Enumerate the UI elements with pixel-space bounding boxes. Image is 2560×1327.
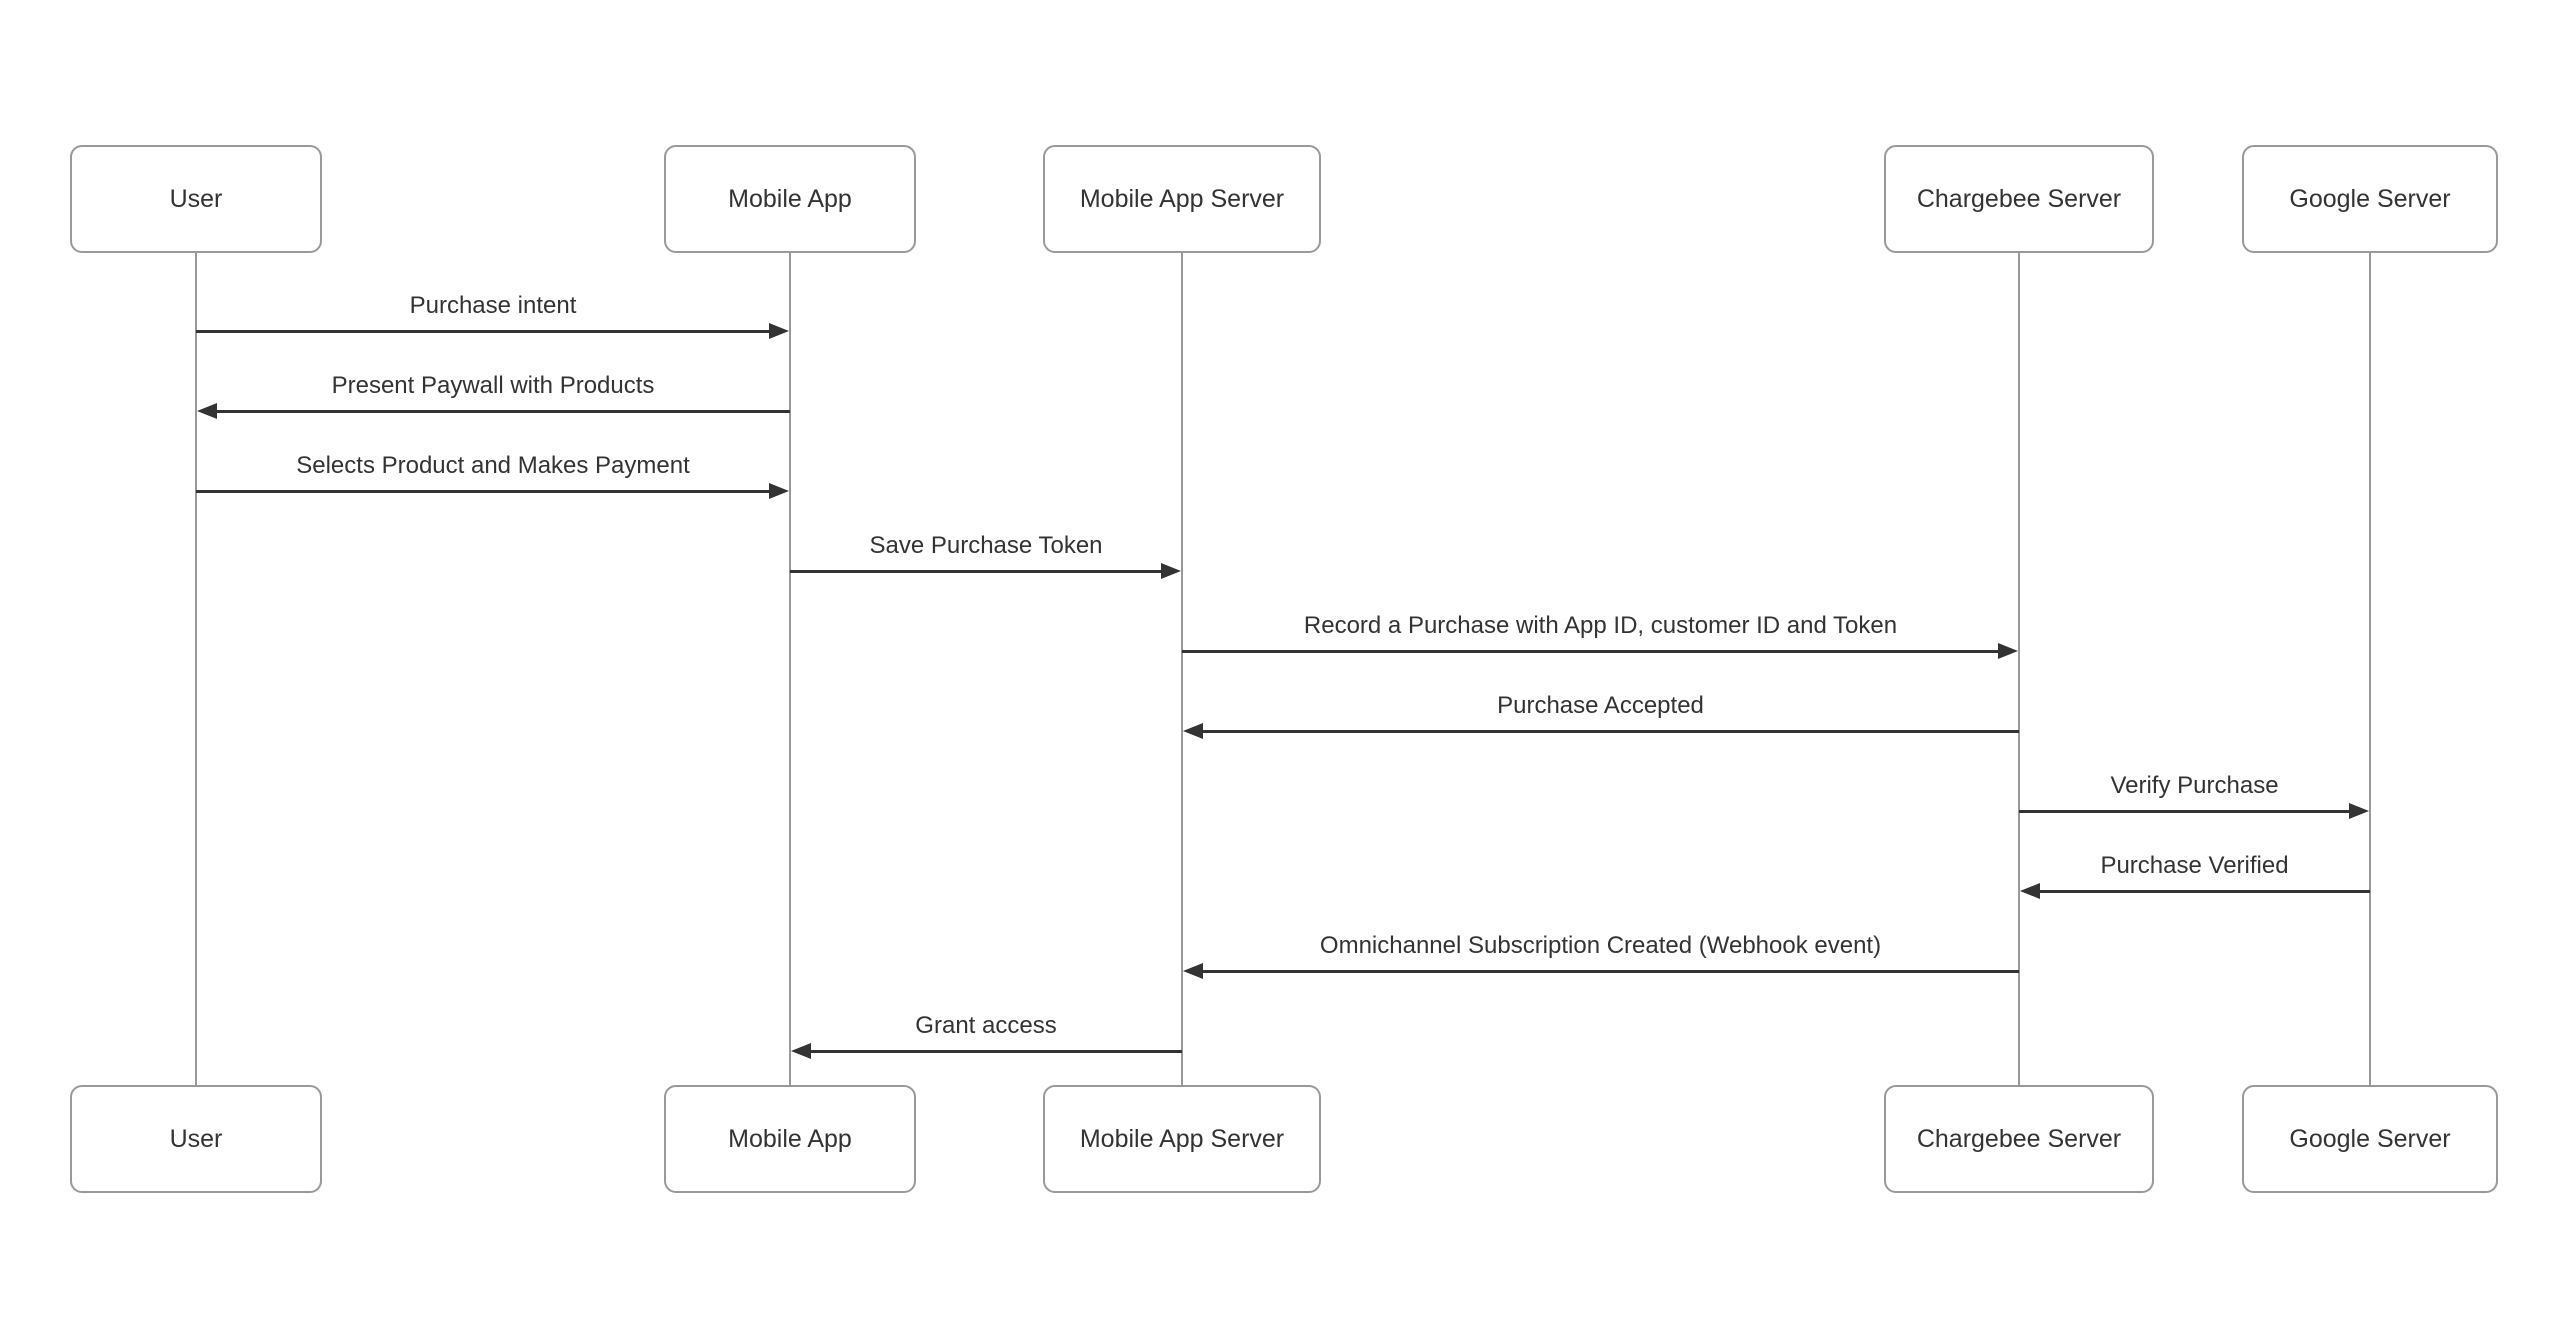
message-line xyxy=(2035,890,2370,893)
actor-label: Mobile App xyxy=(728,184,852,213)
arrowhead-icon xyxy=(769,483,789,499)
message-label: Purchase Accepted xyxy=(1497,692,1704,719)
arrowhead-icon xyxy=(2349,803,2369,819)
actor-label: Google Server xyxy=(2289,1124,2451,1153)
actor-google-server-top: Google Server xyxy=(2242,145,2498,253)
arrowhead-icon xyxy=(1183,723,1203,739)
actor-mobile-app-server-bottom: Mobile App Server xyxy=(1043,1085,1321,1193)
actor-label: Google Server xyxy=(2289,184,2451,213)
message-line xyxy=(196,490,774,493)
lifeline-mobile-app-server xyxy=(1181,253,1183,1085)
arrowhead-icon xyxy=(197,403,217,419)
message-label: Save Purchase Token xyxy=(869,532,1103,559)
lifeline-mobile-app xyxy=(789,253,791,1085)
arrowhead-icon xyxy=(2020,883,2040,899)
arrowhead-icon xyxy=(769,323,789,339)
actor-chargebee-server-bottom: Chargebee Server xyxy=(1884,1085,2154,1193)
arrowhead-icon xyxy=(1998,643,2018,659)
actor-user-bottom: User xyxy=(70,1085,322,1193)
actor-label: User xyxy=(169,184,223,213)
actor-label: Mobile App Server xyxy=(1079,184,1285,213)
actor-user-top: User xyxy=(70,145,322,253)
message-line xyxy=(212,410,790,413)
actor-google-server-bottom: Google Server xyxy=(2242,1085,2498,1193)
arrowhead-icon xyxy=(1183,963,1203,979)
actor-chargebee-server-top: Chargebee Server xyxy=(1884,145,2154,253)
message-line xyxy=(806,1050,1182,1053)
message-label: Verify Purchase xyxy=(2110,772,2279,799)
message-line xyxy=(1182,650,2003,653)
actor-label: Mobile App xyxy=(728,1124,852,1153)
message-line xyxy=(2019,810,2354,813)
actor-mobile-app-bottom: Mobile App xyxy=(664,1085,916,1193)
message-label: Omnichannel Subscription Created (Webhoo… xyxy=(1319,932,1882,959)
actor-label: Chargebee Server xyxy=(1916,184,2122,213)
arrowhead-icon xyxy=(1161,563,1181,579)
actor-label: User xyxy=(169,1124,223,1153)
message-line xyxy=(1198,970,2019,973)
message-label: Purchase intent xyxy=(409,292,577,319)
message-line xyxy=(196,330,774,333)
actor-mobile-app-server-top: Mobile App Server xyxy=(1043,145,1321,253)
message-line xyxy=(1198,730,2019,733)
message-label: Selects Product and Makes Payment xyxy=(296,452,690,479)
message-label: Purchase Verified xyxy=(2100,852,2289,879)
message-line xyxy=(790,570,1166,573)
actor-label: Mobile App Server xyxy=(1079,1124,1285,1153)
message-label: Present Paywall with Products xyxy=(331,372,655,399)
actor-mobile-app-top: Mobile App xyxy=(664,145,916,253)
lifeline-chargebee-server xyxy=(2018,253,2020,1085)
message-label: Record a Purchase with App ID, customer … xyxy=(1303,612,1898,639)
arrowhead-icon xyxy=(791,1043,811,1059)
lifeline-google-server xyxy=(2369,253,2371,1085)
actor-label: Chargebee Server xyxy=(1916,1124,2122,1153)
lifeline-user xyxy=(195,253,197,1085)
message-label: Grant access xyxy=(915,1012,1057,1039)
